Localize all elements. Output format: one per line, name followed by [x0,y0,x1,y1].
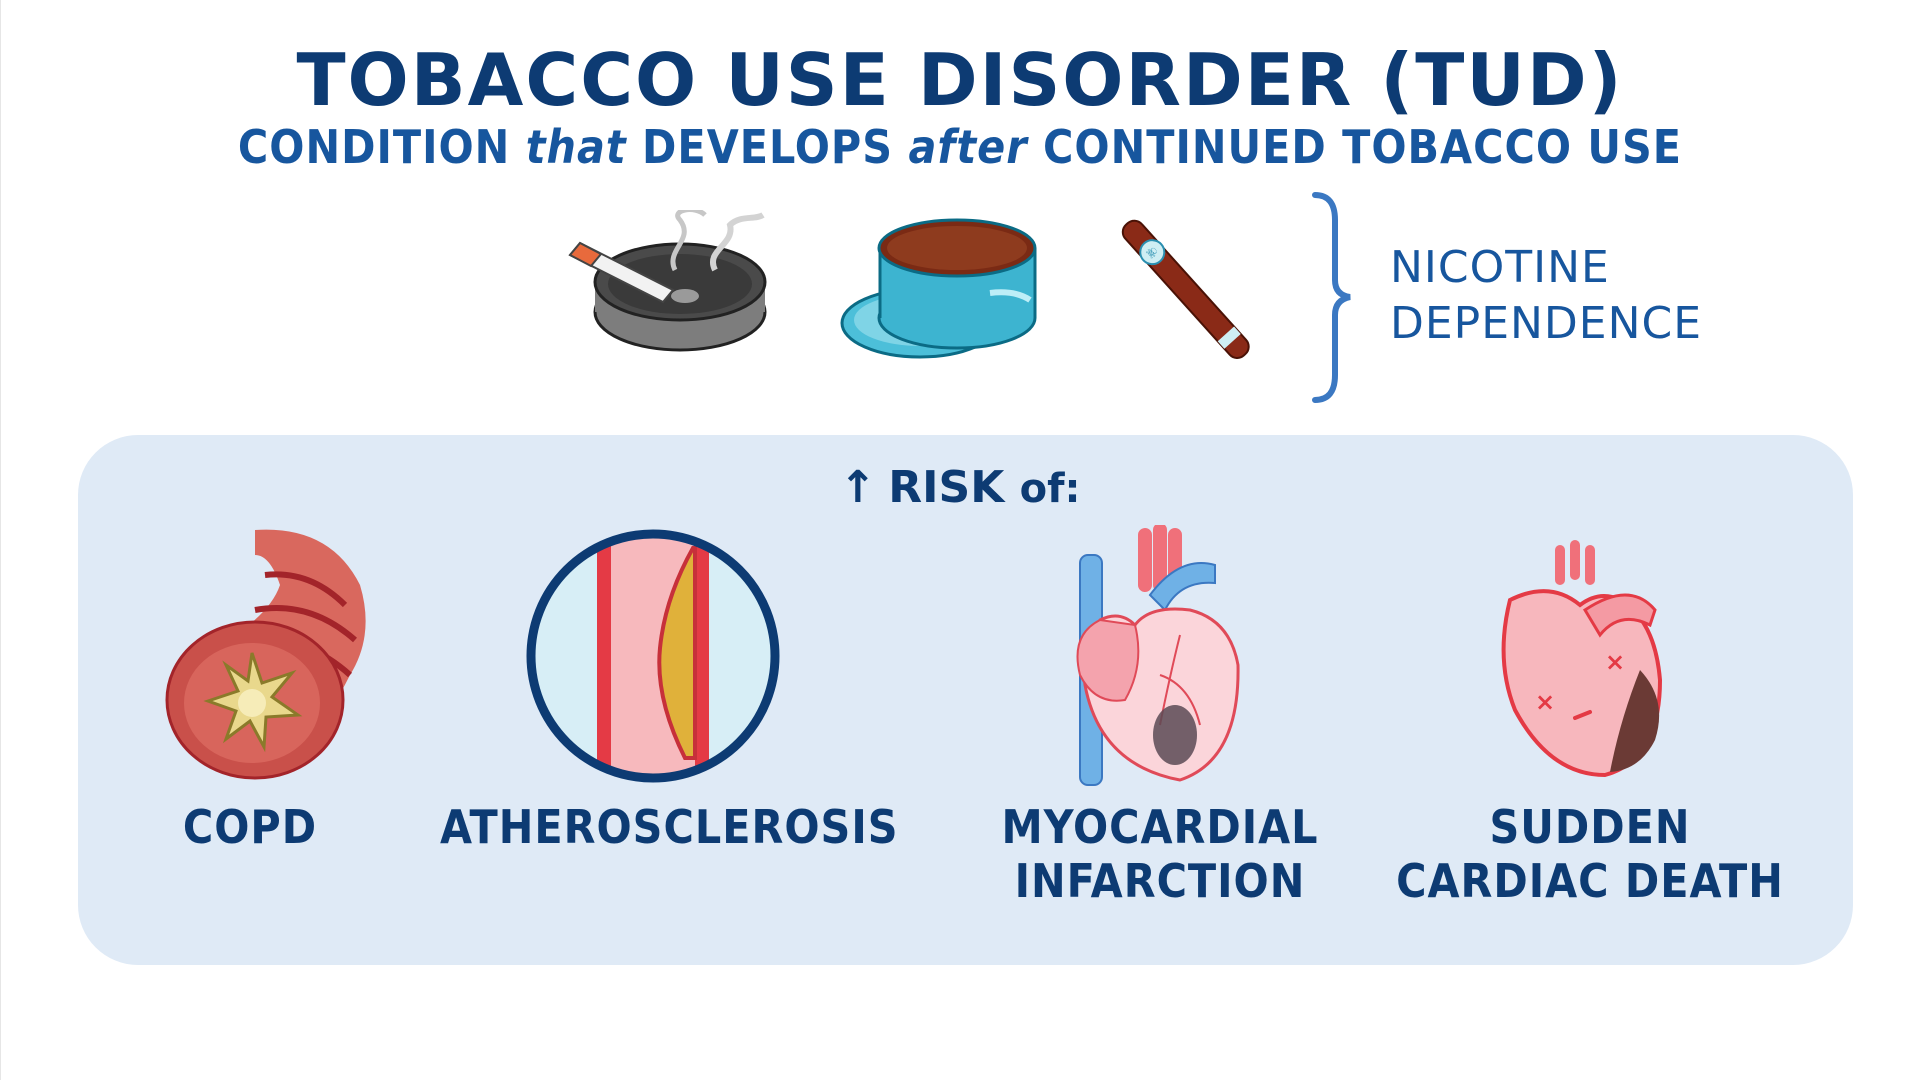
ashtray-cigarette-icon [565,207,785,364]
subtitle-part: that [525,120,627,174]
page-subtitle: CONDITION that DEVELOPS after CONTINUED … [0,120,1920,174]
subtitle-part: CONDITION [237,120,526,174]
condition-label-copd: COPD [182,800,318,854]
airway-cross-section-icon [160,525,380,789]
frame-edge [0,0,1,1080]
subtitle-part: after [908,120,1028,174]
plaque-artery-icon [525,528,781,788]
svg-text:×: × [1605,648,1625,676]
curly-brace-icon [1312,192,1351,403]
page-title: TOBACCO USE DISORDER (TUD) [296,38,1624,122]
up-arrow-icon: ↑ [839,462,877,513]
risk-heading: ↑RISK of: [0,462,1920,513]
cigar-icon: ☠ [1105,210,1265,374]
condition-label-myocardial-infarction: MYOCARDIAL INFARCTION [1001,800,1319,908]
risk-heading-suffix: of: [1019,466,1081,512]
nicotine-dependence-label: NICOTINE DEPENDENCE [1390,240,1702,352]
condition-label-atherosclerosis: ATHEROSCLEROSIS [440,800,899,854]
label-line: NICOTINE [1390,242,1610,293]
dead-heart-icon: × × [1490,540,1670,784]
tobacco-tin-icon [840,218,1040,367]
risk-heading-text: RISK [888,462,1005,513]
label-line: DEPENDENCE [1390,298,1703,349]
condition-label-sudden-cardiac-death: SUDDEN CARDIAC DEATH [1396,800,1784,908]
svg-text:×: × [1535,688,1555,716]
subtitle-part: CONTINUED TOBACCO USE [1027,120,1683,174]
subtitle-part: DEVELOPS [626,120,909,174]
infarcted-heart-icon [1040,523,1240,799]
